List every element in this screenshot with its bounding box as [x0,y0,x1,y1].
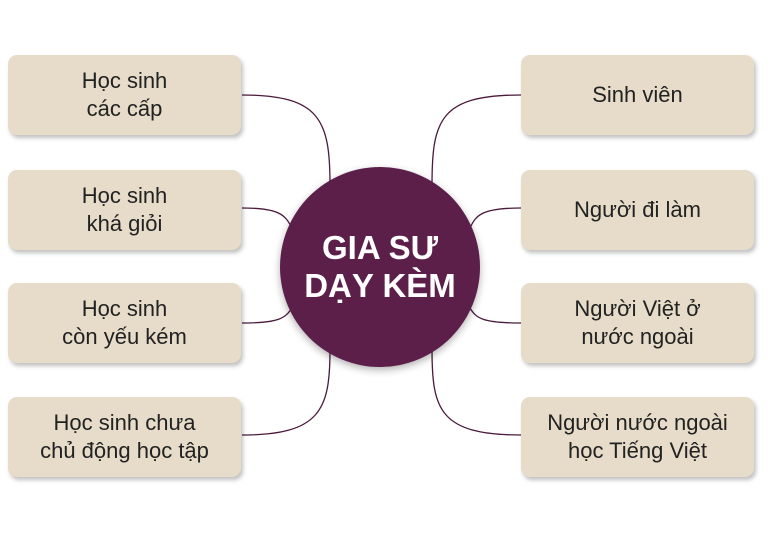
connector-left-4 [241,349,331,436]
connector-right-1 [431,94,522,186]
connector-right-3 [469,307,522,324]
node-nguoi-di-lam: Người đi làm [521,170,754,250]
node-hoc-sinh-chua-chu-dong: Học sinh chưa chủ động học tập [8,397,241,477]
connector-left-3 [241,307,293,324]
node-hoc-sinh-con-yeu-kem: Học sinh còn yếu kém [8,283,241,363]
node-hoc-sinh-kha-gioi: Học sinh khá giỏi [8,170,241,250]
connector-right-2 [469,207,522,229]
node-hoc-sinh-cac-cap: Học sinh các cấp [8,55,241,135]
node-sinh-vien: Sinh viên [521,55,754,135]
connector-left-1 [241,94,331,186]
connector-left-2 [241,207,293,229]
center-node: GIA SƯ DẠY KÈM [280,167,480,367]
node-nguoi-viet-o-nuoc-ngoai: Người Việt ở nước ngoài [521,283,754,363]
node-nguoi-nuoc-ngoai: Người nước ngoài học Tiếng Việt [521,397,754,477]
connector-right-4 [431,349,522,436]
